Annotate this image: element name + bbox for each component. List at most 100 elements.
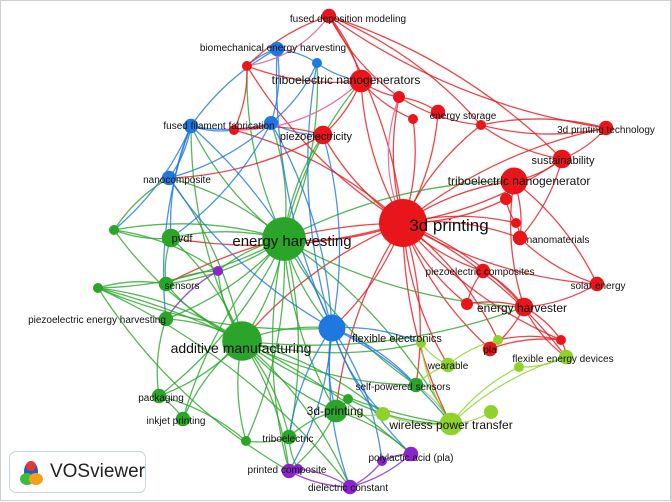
- keyword-node-pcomp[interactable]: [281, 463, 297, 479]
- link-3dp-fed: [402, 222, 567, 358]
- keyword-node-nm[interactable]: [512, 230, 528, 246]
- keyword-label-teng: triboelectric nanogenerator: [448, 174, 591, 188]
- keyword-node-3dpt[interactable]: [598, 120, 614, 136]
- keyword-node-pc[interactable]: [475, 263, 491, 279]
- keyword-node-unlabeled[interactable]: [376, 407, 390, 421]
- link-3dp-se: [402, 222, 598, 285]
- link-eh-ehr: [283, 238, 525, 308]
- keyword-node-fdm[interactable]: [321, 8, 337, 24]
- link-am-fff: [190, 125, 243, 342]
- link-3dpt-x4: [480, 124, 607, 135]
- link-nm-se: [519, 237, 598, 285]
- keyword-node-fe[interactable]: [318, 314, 346, 342]
- keyword-label-pack: packaging: [138, 393, 184, 404]
- keyword-node-unlabeled[interactable]: [511, 218, 521, 228]
- keyword-label-tengs: triboelectric nanogenerators: [272, 73, 421, 87]
- keyword-node-unlabeled[interactable]: [408, 114, 418, 124]
- keyword-node-fed[interactable]: [558, 349, 574, 365]
- keyword-node-am[interactable]: [222, 321, 262, 361]
- keyword-label-am: additive manufacturing: [171, 340, 312, 356]
- keyword-nodes[interactable]: [151, 8, 614, 495]
- keyword-node-unlabeled[interactable]: [109, 225, 119, 235]
- keyword-label-3dpr: 3d-printing: [307, 404, 364, 418]
- link-3dp-3dpr: [335, 222, 404, 412]
- keyword-node-unlabeled[interactable]: [242, 61, 252, 71]
- keyword-node-peh[interactable]: [158, 311, 174, 327]
- keyword-label-fdm: fused deposition modeling: [290, 14, 406, 25]
- link-3dp-x5: [233, 129, 404, 224]
- link-am-pcomp: [241, 340, 290, 472]
- link-fed-wpt: [450, 356, 567, 425]
- keyword-node-unlabeled[interactable]: [312, 58, 322, 68]
- keyword-node-ppla[interactable]: [403, 446, 419, 462]
- keyword-label-dc: dielectric constant: [308, 483, 388, 494]
- keyword-node-unlabeled[interactable]: [416, 338, 426, 348]
- keyword-node-tengs[interactable]: [349, 69, 373, 93]
- link-x4-3dpt: [480, 118, 607, 129]
- keyword-node-unlabeled[interactable]: [93, 283, 103, 293]
- keyword-node-nc[interactable]: [161, 170, 177, 186]
- keyword-node-3dpr[interactable]: [324, 399, 348, 423]
- unlabeled-nodes: [93, 58, 566, 474]
- link-fdm-x2: [328, 15, 400, 98]
- keyword-label-sps: self-powered sensors: [355, 382, 450, 393]
- keyword-node-dc[interactable]: [342, 479, 358, 495]
- keyword-node-teng[interactable]: [500, 167, 528, 195]
- keyword-node-unlabeled[interactable]: [241, 436, 251, 446]
- keyword-node-unlabeled[interactable]: [213, 266, 223, 276]
- link-fe-pe: [322, 134, 341, 329]
- keyword-node-3dp[interactable]: [379, 199, 427, 247]
- keyword-node-wpt[interactable]: [439, 412, 463, 436]
- keyword-node-pack[interactable]: [151, 388, 167, 404]
- link-fe-wpt: [331, 327, 452, 425]
- link-sus-nm: [519, 158, 563, 239]
- keyword-node-eh[interactable]: [262, 217, 306, 261]
- link-x6-nc: [168, 122, 272, 179]
- keyword-node-unlabeled[interactable]: [461, 298, 473, 310]
- keyword-node-unlabeled[interactable]: [393, 91, 405, 103]
- keyword-node-sps[interactable]: [408, 377, 424, 393]
- keyword-node-wear[interactable]: [440, 357, 456, 373]
- keyword-node-ink[interactable]: [175, 411, 191, 427]
- keyword-node-es[interactable]: [430, 104, 446, 120]
- link-x5-tengs: [233, 80, 362, 131]
- keyword-node-unlabeled[interactable]: [377, 456, 387, 466]
- keyword-node-pe[interactable]: [313, 125, 333, 145]
- keyword-label-ink: inkjet printing: [147, 416, 206, 427]
- keyword-node-unlabeled[interactable]: [500, 193, 512, 205]
- keyword-label-fed: flexible energy devices: [512, 354, 613, 365]
- keyword-node-pla[interactable]: [482, 341, 498, 357]
- keyword-node-ehr[interactable]: [514, 297, 534, 317]
- link-fff-peh: [162, 125, 192, 320]
- keyword-label-pvdf: pvdf: [172, 233, 194, 245]
- keyword-label-nm: nanomaterials: [527, 235, 590, 246]
- link-x11-ppla: [97, 287, 412, 455]
- keyword-node-unlabeled[interactable]: [514, 362, 524, 372]
- keyword-node-pvdf[interactable]: [161, 228, 181, 248]
- link-fe-pcomp: [288, 327, 333, 472]
- keyword-node-unlabeled[interactable]: [556, 335, 566, 345]
- keyword-node-se[interactable]: [589, 276, 605, 292]
- keyword-node-unlabeled[interactable]: [343, 394, 353, 404]
- keyword-node-beh[interactable]: [269, 41, 285, 57]
- link-peh-pack: [156, 318, 167, 397]
- keyword-label-pla: pla: [483, 345, 497, 356]
- keyword-node-sus[interactable]: [552, 149, 572, 169]
- keyword-node-unlabeled[interactable]: [229, 125, 239, 135]
- link-am-x15: [241, 340, 422, 354]
- link-fe-x6: [270, 122, 333, 329]
- keyword-node-unlabeled[interactable]: [476, 120, 486, 130]
- link-x0-tengs: [246, 65, 362, 83]
- keyword-node-sen[interactable]: [158, 276, 174, 292]
- keyword-node-unlabeled[interactable]: [264, 116, 278, 130]
- link-3dp-x0: [246, 65, 404, 224]
- keyword-node-unlabeled[interactable]: [493, 335, 503, 345]
- link-eh-x11: [97, 238, 285, 289]
- link-3dp-wpt: [402, 222, 452, 425]
- keyword-node-fff[interactable]: [183, 118, 199, 134]
- link-3dp-am: [241, 222, 404, 342]
- keyword-node-unlabeled[interactable]: [484, 405, 498, 419]
- keyword-node-tribo[interactable]: [281, 429, 297, 445]
